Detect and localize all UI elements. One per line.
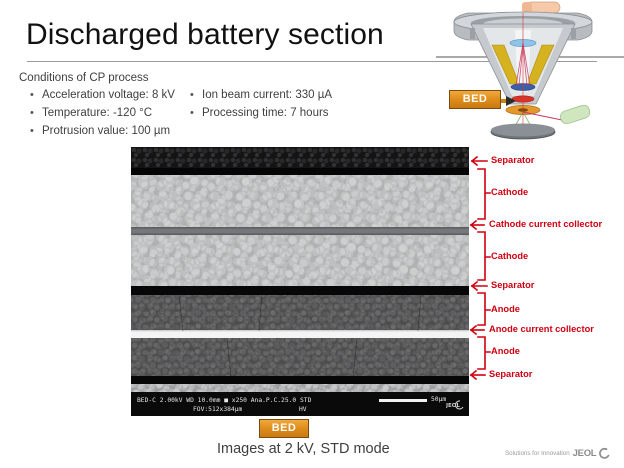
sem-info-fov: FOV:512x384µm — [193, 406, 243, 413]
annotation-connectors — [469, 155, 491, 381]
annot-separator-top: Separator — [491, 155, 535, 165]
svg-text:JEOL: JEOL — [446, 403, 460, 409]
annot-anode-upper: Anode — [491, 304, 520, 314]
sem-info-hv: HV — [299, 406, 307, 413]
bullet-icon: • — [190, 107, 194, 119]
sem-layer-cathode-current-collector — [131, 227, 469, 235]
list-item: • Acceleration voltage: 8 kV — [30, 88, 175, 104]
conditions-left-column: • Acceleration voltage: 8 kV • Temperatu… — [30, 88, 175, 142]
sem-layer-anode-lower — [131, 338, 469, 377]
list-item-label: Protrusion value: 100 µm — [42, 125, 171, 137]
side-detector-icon — [560, 104, 591, 125]
bed-badge-caption: BED — [259, 419, 309, 438]
list-item: • Ion beam current: 330 µA — [190, 88, 332, 104]
sem-column-diagram — [436, 0, 624, 145]
jeol-mark-icon: JEOL — [446, 400, 464, 410]
sem-micrograph-svg — [131, 147, 469, 396]
annot-separator-mid: Separator — [491, 280, 535, 290]
jeol-wordmark: JEOL — [572, 448, 597, 459]
sem-info-row1: BED-C 2.00kV WD 10.0mm ■ x250 Ana.P.C.25… — [137, 397, 312, 404]
bullet-icon: • — [30, 125, 34, 137]
list-item: • Processing time: 7 hours — [190, 106, 332, 122]
sem-layer-anode-upper — [131, 295, 469, 331]
gun-arm-icon — [522, 1, 561, 14]
sem-micrograph: BED-C 2.00kV WD 10.0mm ■ x250 Ana.P.C.25… — [131, 147, 469, 416]
jeol-tagline: Solutions for Innovation — [505, 450, 570, 457]
conditions-right-column: • Ion beam current: 330 µA • Processing … — [190, 88, 332, 124]
scale-bar — [379, 399, 427, 402]
list-item-label: Processing time: 7 hours — [202, 107, 329, 119]
conditions-heading: Conditions of CP process — [19, 72, 149, 84]
annot-anode-current-collector: Anode current collector — [489, 324, 594, 334]
scale-bar-label: 50µm — [431, 396, 447, 403]
bed-badge-diagram: BED — [449, 90, 501, 109]
title-divider — [27, 61, 597, 62]
sem-layer-separator-bottom — [131, 376, 469, 384]
slide-caption: Images at 2 kV, STD mode — [217, 441, 390, 457]
sem-column-diagram-svg — [436, 1, 624, 140]
list-item: • Temperature: -120 °C — [30, 106, 175, 122]
sem-layer-separator-mid — [131, 286, 469, 295]
sem-layer-anode-current-collector — [131, 330, 469, 338]
bullet-icon: • — [30, 89, 34, 101]
list-item: • Protrusion value: 100 µm — [30, 124, 175, 140]
sem-layer-cathode-upper — [131, 175, 469, 228]
sem-layer-cathode-lower — [131, 235, 469, 287]
sem-layer-separator-top — [131, 147, 469, 175]
list-item-label: Temperature: -120 °C — [42, 107, 153, 119]
annot-cathode-current-collector: Cathode current collector — [489, 219, 603, 229]
sem-cracks — [178, 294, 422, 378]
annotation-layer: Separator Cathode Cathode current collec… — [469, 147, 624, 397]
page-title: Discharged battery section — [26, 18, 384, 51]
list-item-label: Ion beam current: 330 µA — [202, 89, 333, 101]
jeol-footer-logo: Solutions for Innovation JEOL — [505, 447, 610, 460]
sem-info-bar: BED-C 2.00kV WD 10.0mm ■ x250 Ana.P.C.25… — [131, 392, 469, 416]
annot-cathode-lower: Cathode — [491, 251, 529, 261]
annot-cathode-upper: Cathode — [491, 187, 529, 197]
bullet-icon: • — [30, 107, 34, 119]
annot-separator-bottom: Separator — [489, 369, 533, 379]
list-item-label: Acceleration voltage: 8 kV — [42, 89, 175, 101]
annot-anode-lower: Anode — [491, 346, 520, 356]
bullet-icon: • — [190, 89, 194, 101]
jeol-swirl-icon — [599, 447, 610, 459]
